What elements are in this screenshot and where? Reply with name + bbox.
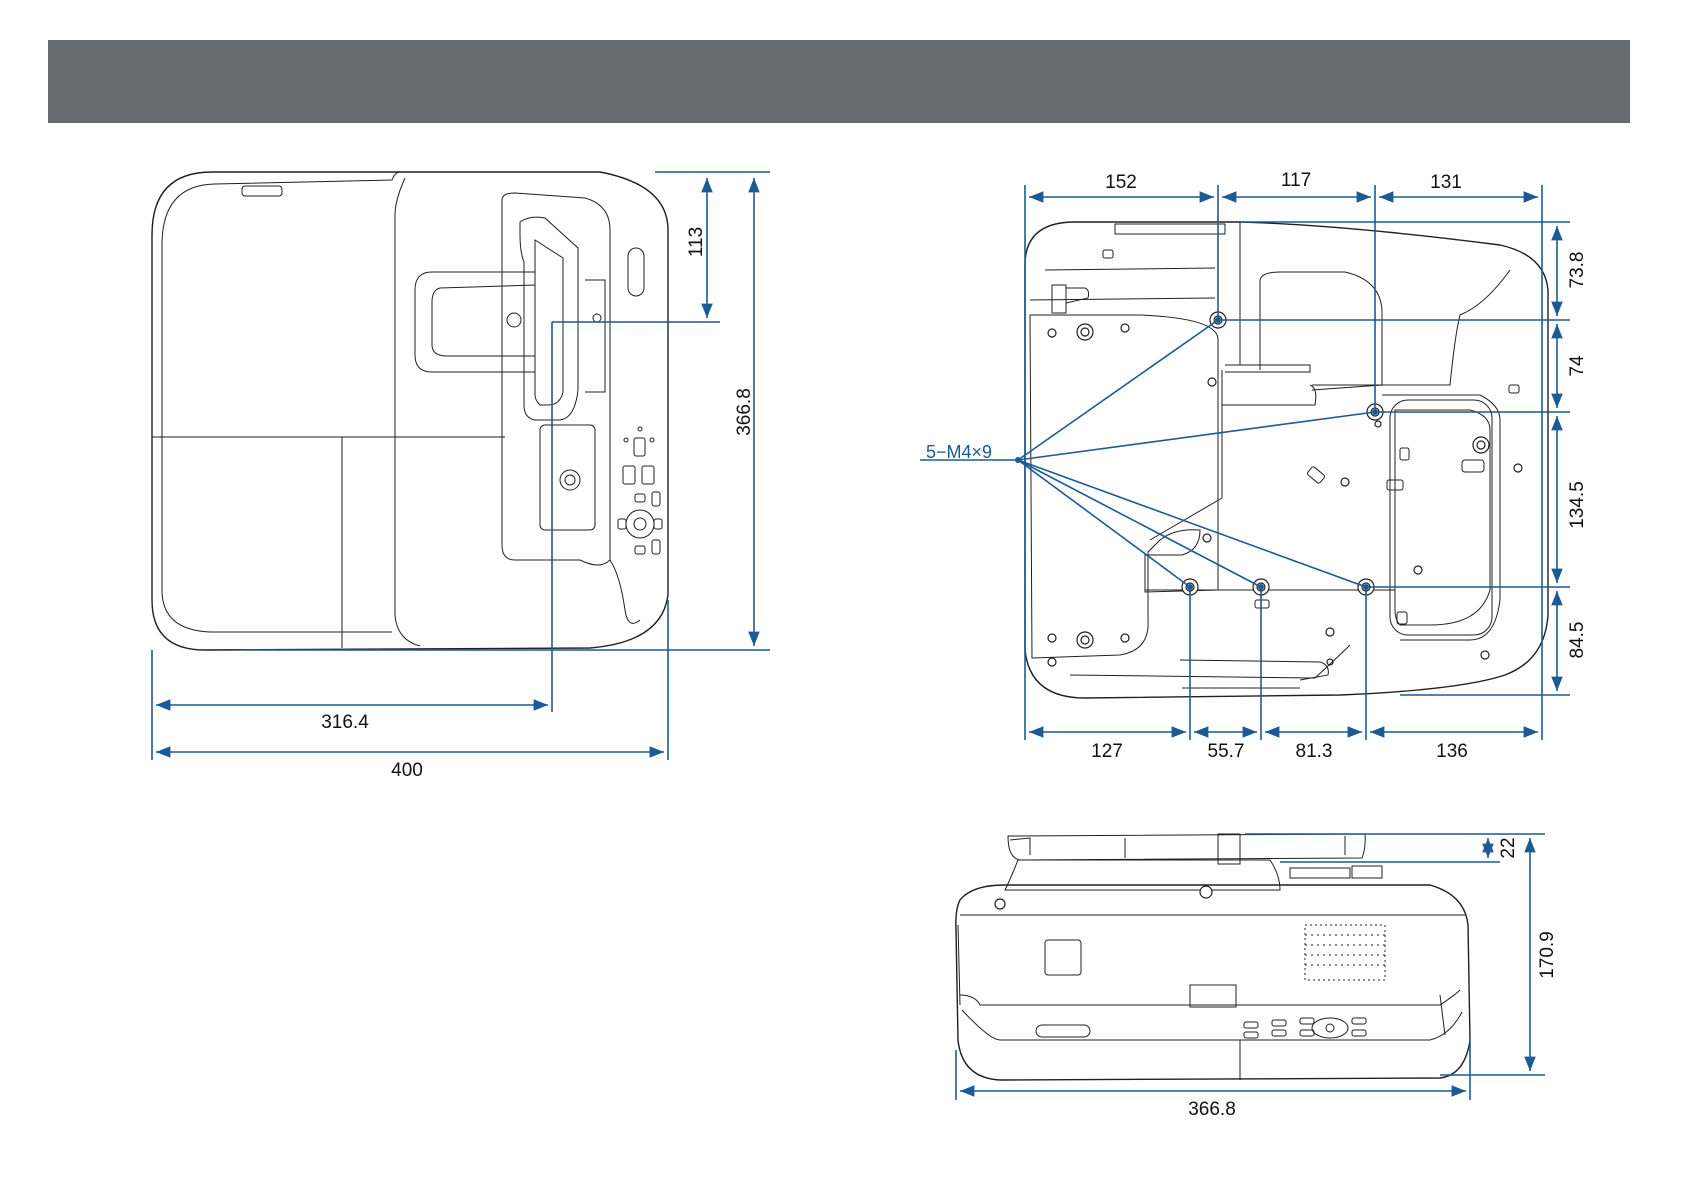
- dim-bottom-view-117: 117: [1281, 170, 1311, 191]
- dim-bottom-view-136: 136: [1436, 741, 1468, 762]
- dim-bottom-view-131: 131: [1430, 172, 1462, 193]
- callout-screw-holes: 5−M4×9: [926, 442, 992, 462]
- dim-front-view-22: 22: [1498, 837, 1519, 858]
- bottom-view: 5−M4×9 152 117 131 73.8 74 134.5 84.5: [920, 170, 1588, 762]
- front-view: 22 170.9 366.8: [956, 834, 1558, 1120]
- dim-bottom-view-73-8: 73.8: [1567, 252, 1588, 289]
- dim-top-view-316-4: 316.4: [321, 712, 369, 733]
- dim-bottom-view-74: 74: [1567, 355, 1588, 377]
- dim-front-view-366-8: 366.8: [1188, 1099, 1236, 1120]
- dim-top-view-400: 400: [391, 760, 423, 781]
- dim-bottom-view-134-5: 134.5: [1567, 481, 1588, 529]
- dim-top-view-366-8: 366.8: [734, 388, 755, 436]
- dim-front-view-170-9: 170.9: [1537, 931, 1558, 979]
- dim-top-view-113: 113: [686, 227, 707, 257]
- top-view: 113 366.8 316.4 400: [152, 172, 770, 781]
- dim-bottom-view-127: 127: [1091, 741, 1123, 762]
- dim-bottom-view-55-7: 55.7: [1208, 741, 1245, 762]
- dim-bottom-view-84-5: 84.5: [1567, 622, 1588, 659]
- dim-bottom-view-81-3: 81.3: [1296, 741, 1333, 762]
- dim-bottom-view-152: 152: [1105, 172, 1137, 193]
